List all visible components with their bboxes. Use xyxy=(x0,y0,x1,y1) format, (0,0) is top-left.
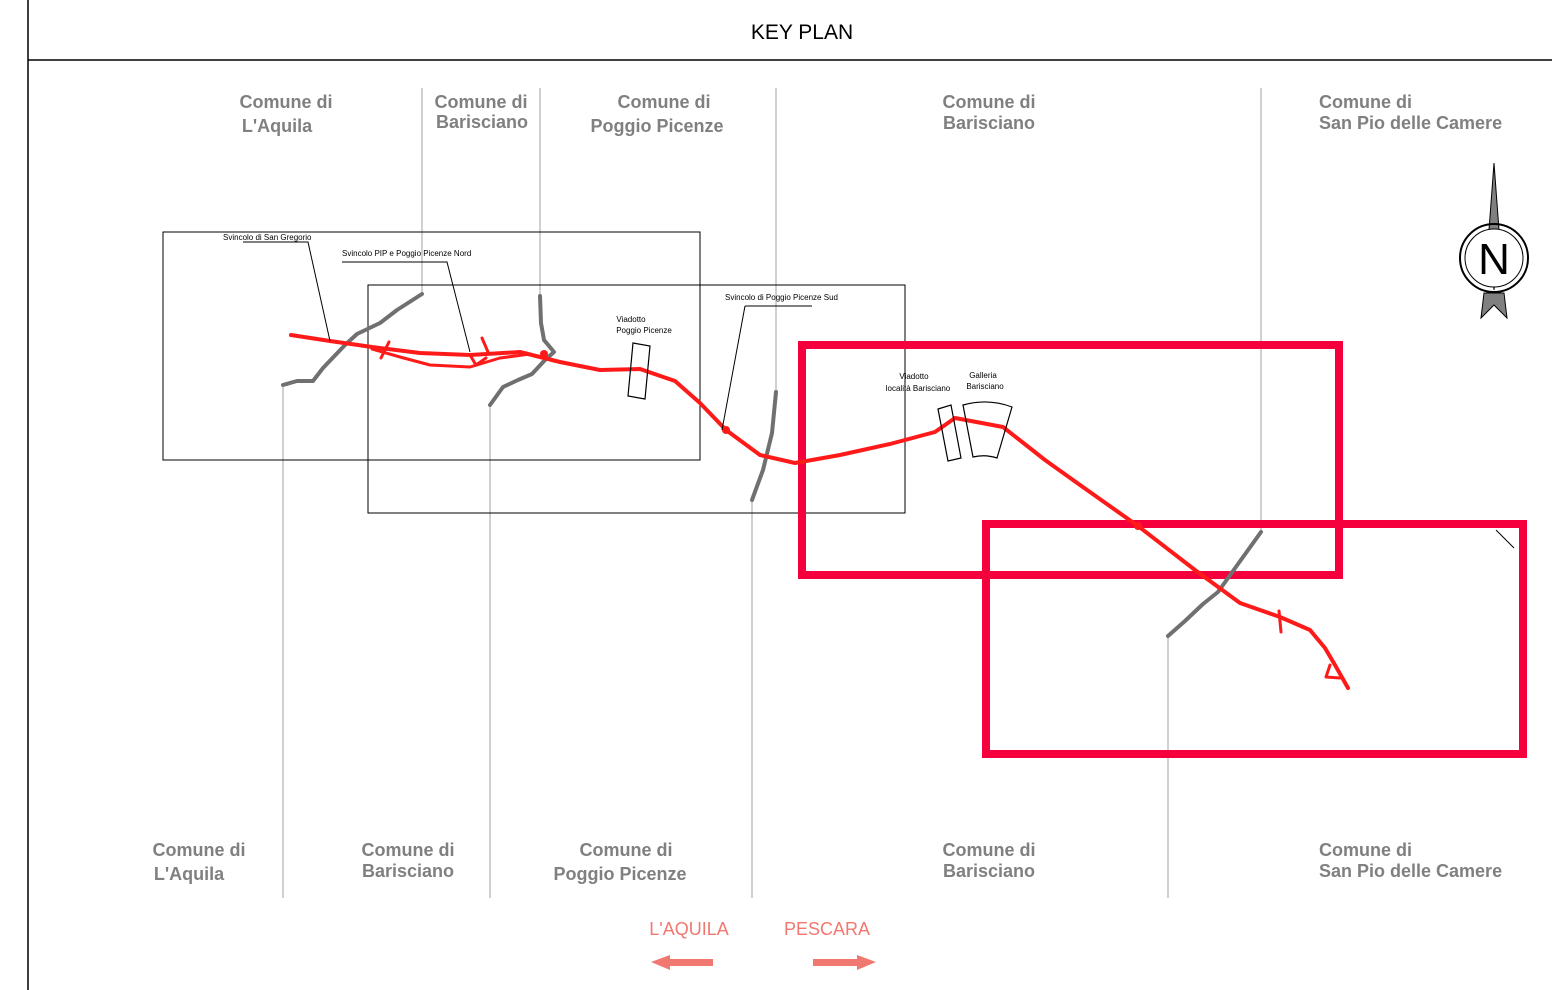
comune-label: Comune di xyxy=(240,92,333,112)
comune-label: Poggio Picenze xyxy=(590,116,723,136)
existing-road xyxy=(1166,530,1263,638)
sheet-outline-2 xyxy=(367,284,906,514)
highlight-sheet-1 xyxy=(798,341,1343,579)
callout-leaders xyxy=(243,241,812,431)
comune-label: Comune di xyxy=(1319,840,1412,860)
comune-label: L'Aquila xyxy=(242,116,313,136)
leader-sud xyxy=(721,305,812,431)
comune-label: Comune di xyxy=(943,840,1036,860)
comune-label: Comune di xyxy=(580,840,673,860)
label-viadotto-barisciano-1: Viadotto xyxy=(899,372,929,381)
sheet-outline-1 xyxy=(162,231,701,461)
north-arrow-outer-ring xyxy=(1459,223,1529,293)
page-title: KEY PLAN xyxy=(751,21,853,44)
comune-label: Comune di xyxy=(618,92,711,112)
highlight-tick xyxy=(1495,529,1515,549)
road-ramp xyxy=(468,353,488,367)
comune-label: Comune di xyxy=(362,840,455,860)
road-crossing-tick xyxy=(379,340,391,360)
galleria-barisciano-symbol xyxy=(962,401,1013,459)
label-svincolo-pip: Svincolo PIP e Poggio Picenze Nord xyxy=(342,249,471,258)
leader-san-gregorio xyxy=(243,241,331,342)
road-crossing-tick xyxy=(480,336,490,354)
comune-label: Comune di xyxy=(435,92,528,112)
comune-labels-top: Comune di L'Aquila Comune di Barisciano … xyxy=(240,92,1503,136)
boundary-lines xyxy=(282,88,1262,898)
north-letter: N xyxy=(1478,235,1510,284)
road-node xyxy=(540,350,548,358)
north-arrow-inner-ring xyxy=(1464,228,1524,288)
label-viadotto-poggio-1: Viadotto xyxy=(616,315,646,324)
label-svincolo-san-gregorio: Svincolo di San Gregorio xyxy=(223,233,312,242)
road-crossing-tick xyxy=(1277,609,1283,634)
label-galleria-2: Barisciano xyxy=(966,382,1004,391)
comune-label: Comune di xyxy=(1319,92,1412,112)
road-alignment xyxy=(289,333,1350,690)
label-viadotto-barisciano-2: località Barisciano xyxy=(886,384,951,393)
road-ramp xyxy=(1324,663,1342,680)
direction-label-left: L'AQUILA xyxy=(649,919,728,939)
label-svincolo-sud: Svincolo di Poggio Picenze Sud xyxy=(725,293,838,302)
viadotto-poggio-picenze-symbol xyxy=(627,342,651,400)
viadotto-barisciano-symbol xyxy=(937,404,962,462)
existing-road xyxy=(750,390,778,502)
comune-label: Barisciano xyxy=(436,112,528,132)
road-main-line xyxy=(289,333,1350,690)
label-viadotto-poggio-2: Poggio Picenze xyxy=(616,326,672,335)
comune-label: L'Aquila xyxy=(154,864,225,884)
comune-labels-bottom: Comune di L'Aquila Comune di Barisciano … xyxy=(153,840,1503,884)
north-arrow-tail xyxy=(1480,292,1508,320)
leader-pip xyxy=(342,261,471,353)
road-node xyxy=(722,426,730,434)
direction-label-right: PESCARA xyxy=(784,919,870,939)
arrow-left-icon xyxy=(651,955,713,970)
comune-label: Poggio Picenze xyxy=(553,864,686,884)
comune-label: San Pio delle Camere xyxy=(1319,861,1502,881)
comune-label: San Pio delle Camere xyxy=(1319,113,1502,133)
existing-road xyxy=(281,292,424,387)
comune-label: Barisciano xyxy=(362,861,454,881)
comune-label: Barisciano xyxy=(943,861,1035,881)
highlight-sheet-2 xyxy=(982,520,1527,758)
north-arrow-icon: N xyxy=(1459,162,1529,320)
comune-label: Barisciano xyxy=(943,113,1035,133)
comune-label: Comune di xyxy=(943,92,1036,112)
label-galleria-1: Galleria xyxy=(969,371,997,380)
comune-label: Comune di xyxy=(153,840,246,860)
arrow-right-icon xyxy=(813,955,876,970)
road-node xyxy=(1134,522,1142,530)
road-parallel-line xyxy=(370,347,532,369)
